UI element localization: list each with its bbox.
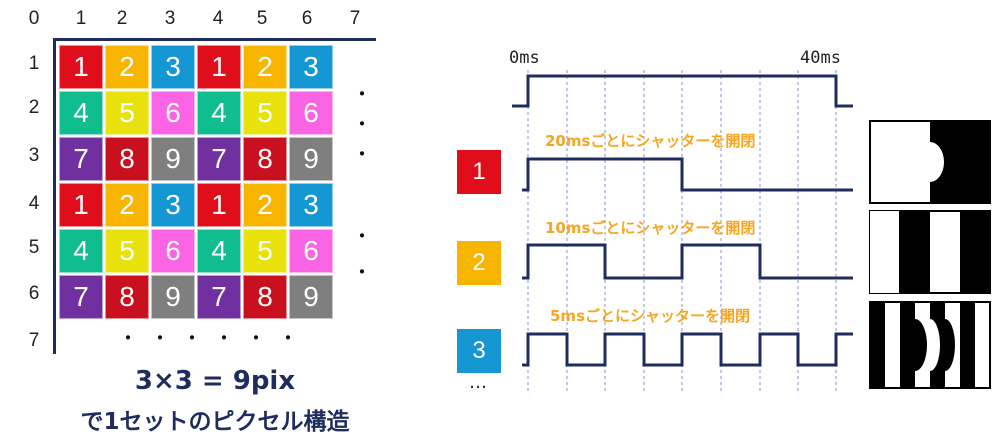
col-number: 4 <box>212 8 224 29</box>
signal-2-label: 10msごとにシャッターを開閉 <box>545 219 756 237</box>
pixel-cell: 8 <box>243 275 287 319</box>
pixel-cell: 6 <box>151 91 195 135</box>
pixel-cell: 1 <box>59 45 103 89</box>
pixel-cell: 1 <box>59 183 103 227</box>
row-number: 4 <box>28 193 40 214</box>
pixel-cell: 3 <box>289 183 333 227</box>
pixel-cell: 3 <box>289 45 333 89</box>
row-number: 3 <box>28 145 40 166</box>
end-time-label: 40ms <box>800 48 841 68</box>
pattern-image-3 <box>869 301 991 389</box>
row-number: 5 <box>28 237 40 258</box>
pixel-cell: 2 <box>105 45 149 89</box>
col-number: 3 <box>164 8 176 29</box>
pixel-cell: 7 <box>197 137 241 181</box>
pixel-cell: 4 <box>197 229 241 273</box>
col-number: 0 <box>28 8 40 29</box>
pixel-cell: 5 <box>243 229 287 273</box>
continuation-dot-right: ・ <box>352 112 384 136</box>
pixel-cell: 6 <box>151 229 195 273</box>
pixel-cell: 7 <box>59 137 103 181</box>
more-signals-ellipsis: … <box>469 372 487 393</box>
continuation-dot-right: ・ <box>352 82 384 106</box>
pixel-cell: 7 <box>59 275 103 319</box>
continuation-dot-right: ・ <box>352 260 384 284</box>
pixel-cell: 8 <box>243 137 287 181</box>
signal-1-label: 20msごとにシャッターを開閉 <box>545 132 756 150</box>
row-number: 7 <box>28 330 40 351</box>
pixel-cell: 3 <box>151 183 195 227</box>
col-number: 6 <box>301 8 313 29</box>
col-number: 1 <box>75 8 87 29</box>
pixel-cell: 4 <box>197 91 241 135</box>
row-number: 6 <box>28 283 40 304</box>
pixel-cell: 6 <box>289 229 333 273</box>
row-number: 1 <box>28 53 40 74</box>
col-number: 7 <box>349 8 361 29</box>
pixel-cell: 9 <box>289 275 333 319</box>
grid-left-axis <box>53 38 56 354</box>
continuation-dot-right: ・ <box>352 142 384 166</box>
pixel-cell: 4 <box>59 91 103 135</box>
pixel-cell: 7 <box>197 275 241 319</box>
grid-top-axis <box>53 38 376 41</box>
pixel-cell: 1 <box>197 45 241 89</box>
pixel-cell: 5 <box>105 229 149 273</box>
signal-2-waveform <box>522 243 853 280</box>
signal-3-badge: 3 <box>457 329 501 373</box>
pixel-cell: 2 <box>243 45 287 89</box>
pixel-cell: 5 <box>243 91 287 135</box>
pattern-image-1 <box>869 120 991 204</box>
pixel-cell: 4 <box>59 229 103 273</box>
frame-pulse-waveform <box>512 74 853 108</box>
signal-3-waveform <box>522 332 853 367</box>
pixel-cell: 3 <box>151 45 195 89</box>
signal-2-badge: 2 <box>457 241 501 285</box>
signal-1-waveform <box>522 157 853 192</box>
continuation-dots-bottom: ・・・・・・ <box>118 326 310 350</box>
pixel-cell: 8 <box>105 137 149 181</box>
row-number: 2 <box>28 97 40 118</box>
pattern-image-2 <box>869 210 991 294</box>
pixel-cell: 9 <box>151 275 195 319</box>
pixel-cell: 2 <box>105 183 149 227</box>
pixel-cell: 6 <box>289 91 333 135</box>
signal-1-badge: 1 <box>457 150 501 194</box>
pixel-cell: 1 <box>197 183 241 227</box>
pixel-cell: 9 <box>289 137 333 181</box>
col-number: 5 <box>256 8 268 29</box>
pixel-cell: 8 <box>105 275 149 319</box>
continuation-dot-right: ・ <box>352 224 384 248</box>
pixel-cell: 5 <box>105 91 149 135</box>
signal-3-label: 5msごとにシャッターを開閉 <box>550 307 750 325</box>
caption-line-1: 3×3 = 9pix <box>134 366 296 396</box>
caption-line-2: で1セットのピクセル構造 <box>80 409 350 435</box>
pixel-cell: 9 <box>151 137 195 181</box>
col-number: 2 <box>116 8 128 29</box>
pixel-cell: 2 <box>243 183 287 227</box>
start-time-label: 0ms <box>509 48 540 68</box>
